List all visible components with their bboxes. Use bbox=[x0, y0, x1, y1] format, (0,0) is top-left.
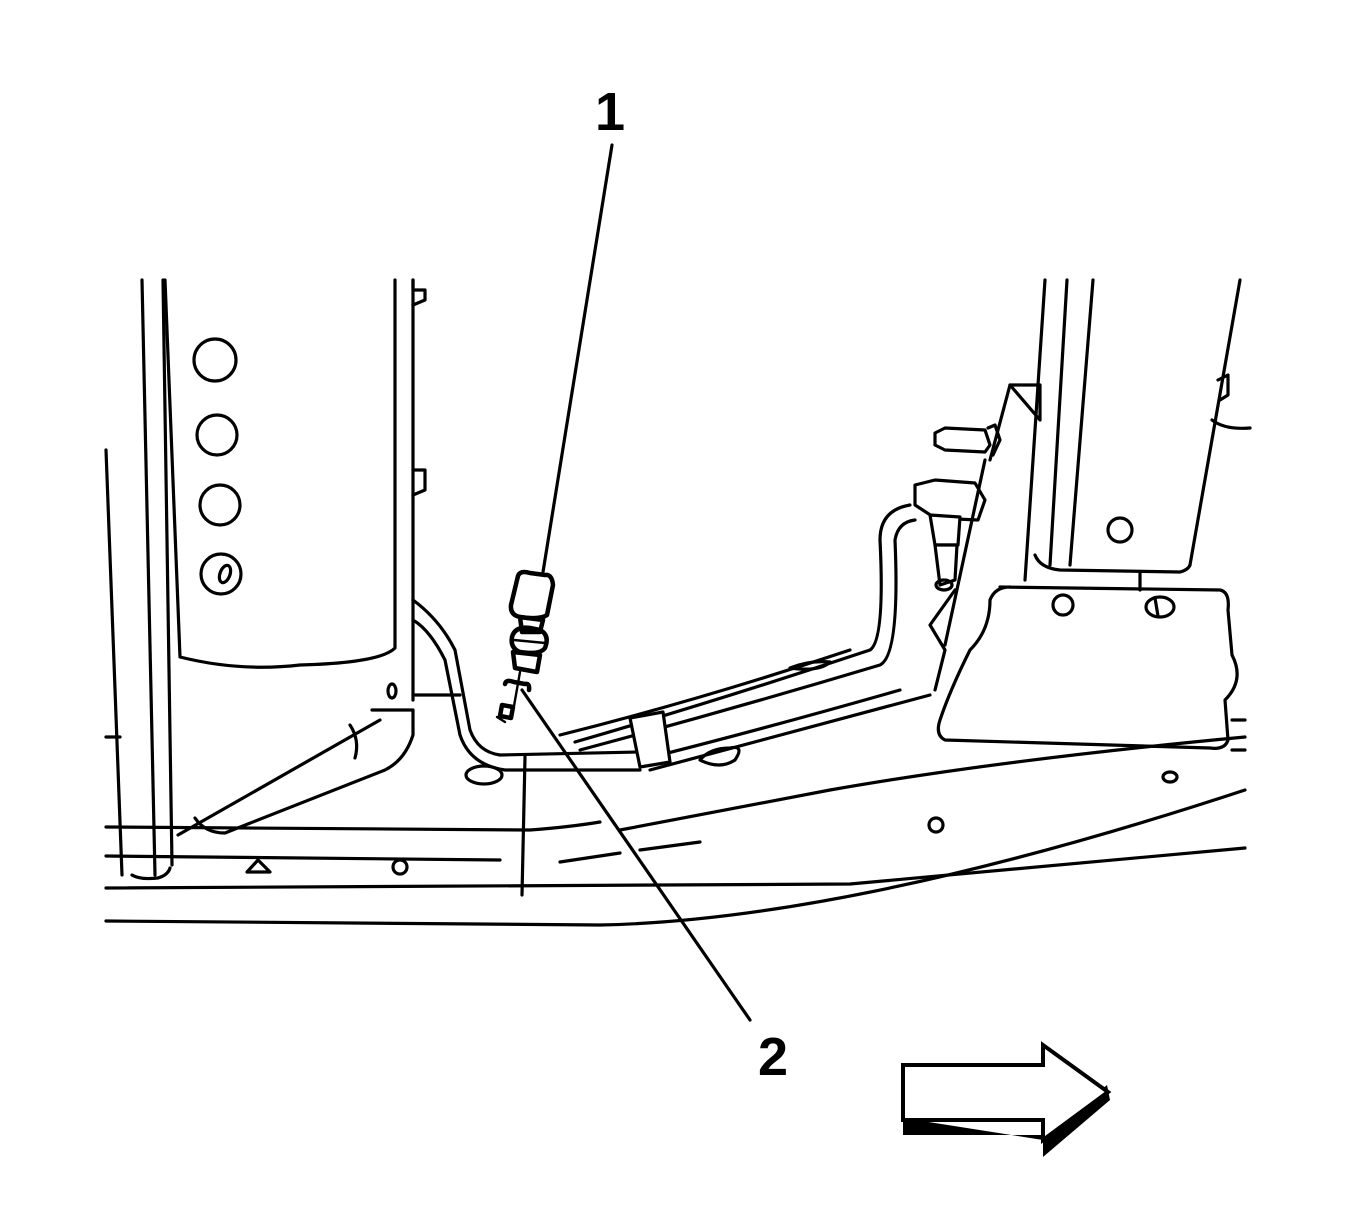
leader-line-2 bbox=[520, 688, 752, 1022]
left-pillar bbox=[104, 278, 427, 881]
leader-line-1 bbox=[541, 143, 614, 574]
left-brace bbox=[176, 708, 415, 837]
brake-lines bbox=[411, 503, 932, 772]
sensor-component bbox=[495, 569, 556, 724]
direction-arrow-icon bbox=[901, 1041, 1112, 1157]
callout-label-1: 1 bbox=[595, 82, 626, 142]
callout-label-2: 2 bbox=[758, 1027, 789, 1087]
right-pillar bbox=[936, 278, 1252, 752]
studs-fittings bbox=[913, 423, 1002, 692]
floor-sill bbox=[104, 735, 1247, 927]
